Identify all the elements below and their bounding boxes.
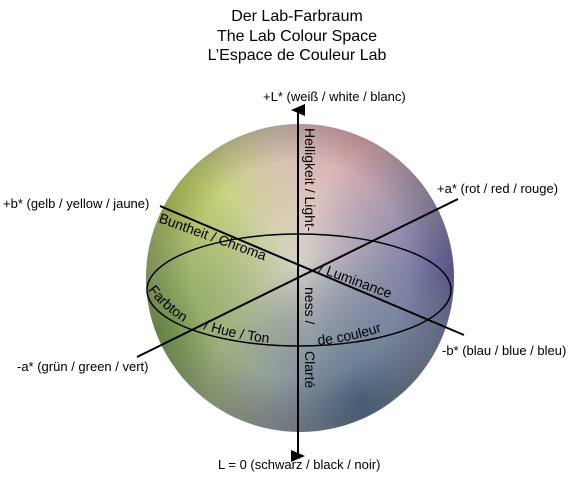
lightness-upper-label: Helligkeit / Light- bbox=[302, 128, 318, 232]
a-positive-label: +a* (rot / red / rouge) bbox=[437, 181, 559, 196]
lab-sphere bbox=[146, 124, 454, 432]
lightness-lower-label-1: ness / bbox=[302, 287, 318, 324]
lightness-lower-label-2: Clarté bbox=[302, 351, 318, 389]
l-zero-label: L = 0 (schwarz / black / noir) bbox=[218, 457, 381, 472]
title-french: L’Espace de Couleur Lab bbox=[207, 47, 387, 64]
a-negative-label: -a* (grün / green / vert) bbox=[17, 359, 149, 374]
b-negative-label: -b* (blau / blue / bleu) bbox=[442, 343, 567, 358]
title-english: The Lab Colour Space bbox=[216, 27, 378, 45]
title-block: Der Lab-Farbraum The Lab Colour Space L’… bbox=[0, 7, 584, 66]
title-german: Der Lab-Farbraum bbox=[231, 8, 363, 25]
b-positive-label: +b* (gelb / yellow / jaune) bbox=[3, 196, 150, 211]
l-positive-label: +L* (weiß / white / blanc) bbox=[263, 89, 406, 104]
sphere-shading bbox=[146, 124, 454, 432]
